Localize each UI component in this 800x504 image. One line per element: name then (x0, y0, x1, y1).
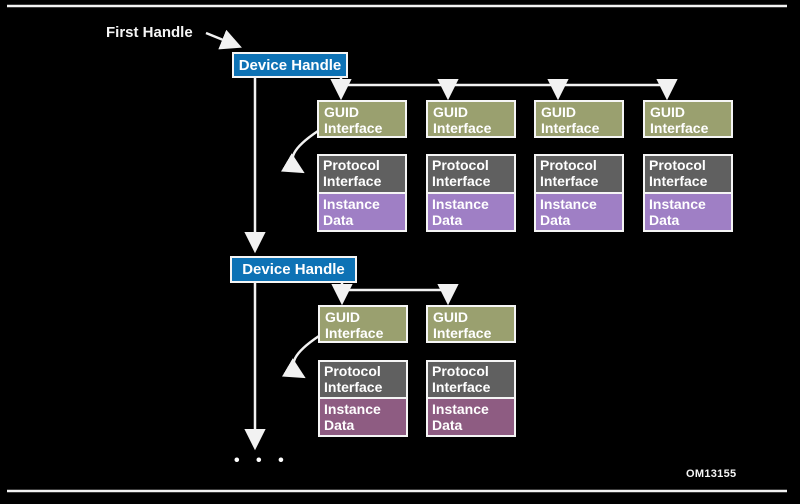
protocol-stack: Protocol Interface Instance Data (534, 154, 624, 232)
guid-line1: GUID (541, 104, 576, 120)
protocol-stack: Protocol Interface Instance Data (426, 154, 516, 232)
instance-line1: Instance (323, 196, 380, 212)
protocol-line2: Interface (540, 173, 599, 189)
guid-line1: GUID (324, 104, 359, 120)
instance-line2: Data (323, 212, 354, 228)
protocol-line2: Interface (324, 379, 383, 395)
protocol-stack: Protocol Interface Instance Data (426, 360, 516, 437)
instance-line2: Data (432, 417, 463, 433)
instance-data-box: Instance Data (320, 397, 406, 435)
instance-line2: Data (649, 212, 680, 228)
protocol-stack: Protocol Interface Instance Data (643, 154, 733, 232)
guid-line2: Interface (324, 120, 383, 136)
protocol-line2: Interface (323, 173, 382, 189)
guid-to-protocol-arrow-2 (281, 334, 320, 379)
protocol-line1: Protocol (649, 157, 706, 173)
guid-line1: GUID (650, 104, 685, 120)
protocol-line1: Protocol (323, 157, 380, 173)
guid-interface-box: GUID Interface (643, 100, 733, 138)
instance-line1: Instance (649, 196, 706, 212)
instance-line2: Data (540, 212, 571, 228)
guid-line2: Interface (325, 325, 384, 341)
protocol-line2: Interface (432, 379, 491, 395)
protocol-stack: Protocol Interface Instance Data (318, 360, 408, 437)
guid-line1: GUID (325, 309, 360, 325)
instance-line2: Data (324, 417, 355, 433)
instance-line1: Instance (432, 401, 489, 417)
protocol-interface-box: Protocol Interface (319, 156, 405, 192)
guid-line2: Interface (433, 120, 492, 136)
protocol-line2: Interface (649, 173, 708, 189)
device-handle-label: Device Handle (238, 56, 342, 74)
instance-line1: Instance (432, 196, 489, 212)
guid-interface-box: GUID Interface (426, 305, 516, 343)
guid-interface-box: GUID Interface (317, 100, 407, 138)
instance-data-box: Instance Data (428, 192, 514, 230)
protocol-line1: Protocol (432, 157, 489, 173)
first-handle-arrow (205, 29, 242, 50)
protocol-interface-box: Protocol Interface (428, 156, 514, 192)
device-handle-label: Device Handle (242, 261, 345, 278)
protocol-line1: Protocol (324, 363, 381, 379)
guid-interface-box: GUID Interface (534, 100, 624, 138)
protocol-line1: Protocol (540, 157, 597, 173)
first-handle-label: First Handle (106, 24, 193, 41)
protocol-interface-box: Protocol Interface (645, 156, 731, 192)
instance-data-box: Instance Data (536, 192, 622, 230)
instance-data-box: Instance Data (428, 397, 514, 435)
protocol-line1: Protocol (432, 363, 489, 379)
device-handle-box-2: Device Handle (230, 256, 357, 283)
protocol-interface-box: Protocol Interface (536, 156, 622, 192)
guid-line2: Interface (650, 120, 709, 136)
guid-line2: Interface (541, 120, 600, 136)
guid-line1: GUID (433, 104, 468, 120)
instance-data-box: Instance Data (645, 192, 731, 230)
guid-interface-box: GUID Interface (426, 100, 516, 138)
instance-line2: Data (432, 212, 463, 228)
protocol-interface-box: Protocol Interface (320, 362, 406, 397)
protocol-line2: Interface (432, 173, 491, 189)
device-handle-box-1: Device Handle (232, 52, 348, 78)
guid-to-protocol-arrow-1 (280, 129, 319, 174)
ellipsis-dots: • • • (234, 452, 290, 469)
protocol-interface-box: Protocol Interface (428, 362, 514, 397)
figure-code-label: OM13155 (686, 468, 737, 480)
guid-line1: GUID (433, 309, 468, 325)
instance-line1: Instance (540, 196, 597, 212)
instance-line1: Instance (324, 401, 381, 417)
guid-interface-box: GUID Interface (318, 305, 408, 343)
instance-data-box: Instance Data (319, 192, 405, 230)
protocol-stack: Protocol Interface Instance Data (317, 154, 407, 232)
guid-line2: Interface (433, 325, 492, 341)
